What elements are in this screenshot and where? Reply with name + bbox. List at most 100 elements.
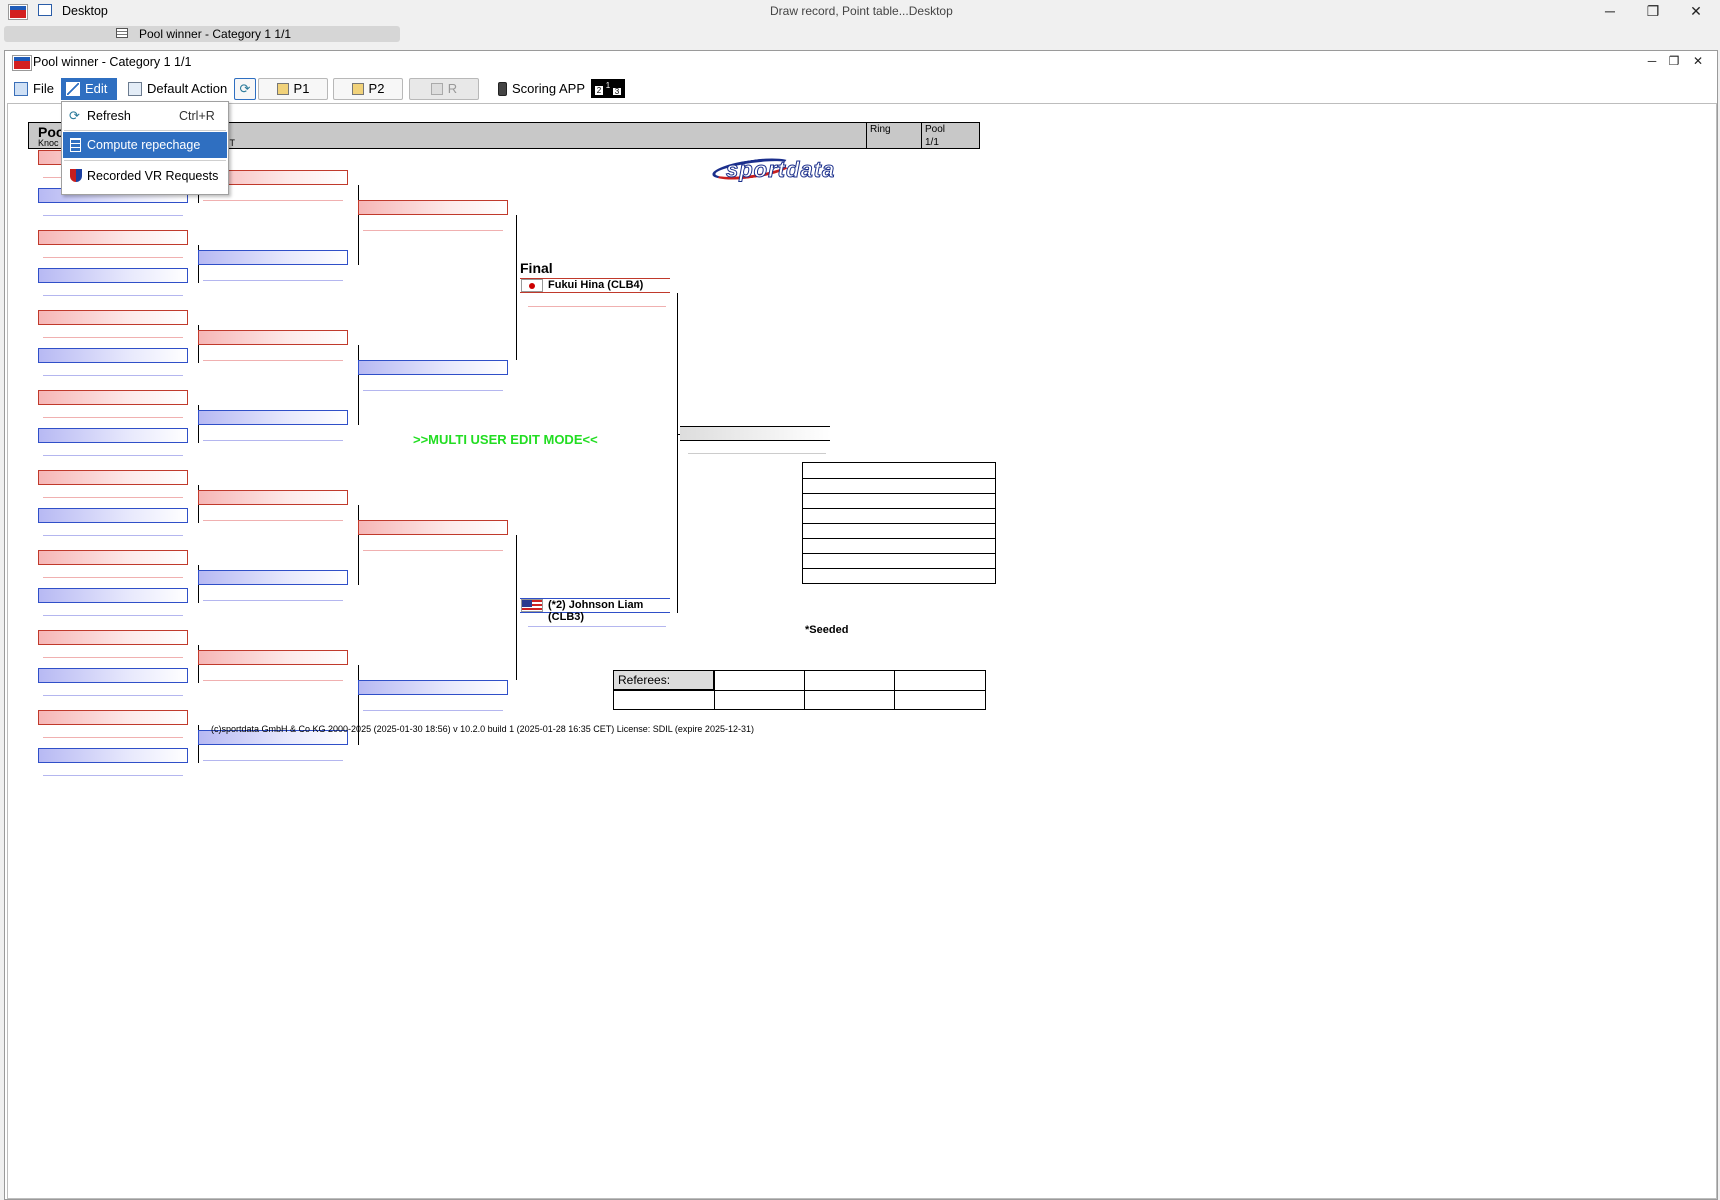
round2-connector: [358, 665, 359, 745]
round2-blue-slot[interactable]: [198, 730, 348, 745]
final-to-winner-connector: [677, 434, 681, 435]
finalist-top-slot[interactable]: Fukui Hina (CLB4): [520, 278, 670, 293]
menu-item-refresh-shortcut: Ctrl+R: [179, 109, 215, 123]
desktop-window-icon: [38, 4, 52, 16]
results-table-row-divider: [803, 478, 995, 479]
p2-button[interactable]: P2: [333, 78, 403, 100]
round1-blue-line: [43, 695, 183, 696]
round3-red-line: [363, 550, 503, 551]
round3-red-slot[interactable]: [358, 200, 508, 215]
round1-red-slot[interactable]: [38, 470, 188, 485]
podium-first: 1: [604, 81, 612, 95]
round3-blue-slot[interactable]: [358, 680, 508, 695]
round2-connector: [358, 505, 359, 585]
ring-label: Ring: [870, 124, 891, 135]
podium-button[interactable]: 2 1 3: [591, 79, 625, 98]
default-action-button[interactable]: Default Action: [123, 78, 232, 100]
round1-blue-line: [43, 375, 183, 376]
copyright-footer: (c)sportdata GmbH & Co KG 2000-2025 (202…: [211, 724, 754, 734]
sportdata-logo: sportdata: [708, 154, 918, 184]
round1-blue-line: [43, 215, 183, 216]
inner-window: Pool winner - Category 1 1/1 ─ ❐ ✕ File …: [4, 50, 1718, 1200]
refresh-toolbar-button[interactable]: ⟳: [234, 78, 256, 100]
round3-blue-line: [363, 710, 503, 711]
winner-slot[interactable]: [680, 426, 830, 441]
round1-blue-line: [43, 455, 183, 456]
round2-blue-line: [203, 600, 343, 601]
header-subtitle: Knoc: [38, 138, 59, 148]
inner-minimize-button[interactable]: ─: [1647, 54, 1657, 68]
round1-red-slot[interactable]: [38, 550, 188, 565]
round3-connector: [516, 215, 517, 360]
round1-red-slot[interactable]: [38, 630, 188, 645]
toolbar: File Edit Default Action ⟳ P1 P2 R Scori…: [5, 77, 1717, 101]
final-label: Final: [520, 260, 553, 276]
round1-blue-slot[interactable]: [38, 668, 188, 683]
round1-blue-slot[interactable]: [38, 428, 188, 443]
round2-red-line: [203, 680, 343, 681]
menu-item-refresh[interactable]: ⟳ Refresh Ctrl+R: [63, 103, 227, 129]
results-table: [802, 462, 996, 584]
round2-red-line: [203, 520, 343, 521]
results-table-row-divider: [803, 568, 995, 569]
podium-second: 2: [595, 86, 603, 95]
bracket-sheet: Poo Knoc IT Ring Pool 1/1 sportdata Fina…: [7, 103, 1717, 1199]
round3-red-slot[interactable]: [358, 520, 508, 535]
file-menu-label: File: [33, 81, 54, 96]
round2-red-slot[interactable]: [198, 650, 348, 665]
round1-red-line: [43, 737, 183, 738]
round1-blue-slot[interactable]: [38, 748, 188, 763]
round1-blue-slot[interactable]: [38, 348, 188, 363]
round1-red-line: [43, 657, 183, 658]
menu-item-recorded-vr-requests[interactable]: Recorded VR Requests: [63, 163, 227, 189]
results-table-row-divider: [803, 538, 995, 539]
logo-text: sportdata: [725, 157, 836, 183]
round2-blue-slot[interactable]: [198, 410, 348, 425]
inner-close-button[interactable]: ✕: [1692, 54, 1704, 68]
menu-item-recorded-vr-label: Recorded VR Requests: [87, 169, 219, 183]
round2-red-slot[interactable]: [198, 330, 348, 345]
round1-red-slot[interactable]: [38, 710, 188, 725]
round1-blue-line: [43, 535, 183, 536]
round1-blue-slot[interactable]: [38, 508, 188, 523]
document-tab[interactable]: Pool winner - Category 1 1/1: [4, 26, 400, 42]
p1-button[interactable]: P1: [258, 78, 328, 100]
round2-blue-slot[interactable]: [198, 570, 348, 585]
round1-blue-slot[interactable]: [38, 588, 188, 603]
finalist-bottom-name: (*2) Johnson Liam (CLB3): [548, 599, 644, 623]
menu-item-compute-repechage[interactable]: Compute repechage: [63, 132, 227, 158]
inner-maximize-button[interactable]: ❐: [1668, 54, 1680, 68]
header-mode: IT: [227, 138, 235, 148]
phone-icon: [498, 82, 507, 96]
edit-menu-label: Edit: [85, 81, 108, 96]
close-button[interactable]: ✕: [1690, 3, 1702, 19]
round1-red-slot[interactable]: [38, 230, 188, 245]
round2-red-slot[interactable]: [198, 490, 348, 505]
results-table-row-divider: [803, 493, 995, 494]
folder-icon: [14, 82, 28, 96]
finalist-bottom-slot[interactable]: (*2) Johnson Liam (CLB3): [520, 598, 670, 623]
round1-red-slot[interactable]: [38, 310, 188, 325]
monitor-icon: [128, 82, 142, 96]
pool-label: Pool: [925, 124, 946, 135]
round2-blue-slot[interactable]: [198, 250, 348, 265]
round2-blue-line: [203, 280, 343, 281]
scoring-app-button[interactable]: Scoring APP: [493, 78, 590, 100]
round1-red-slot[interactable]: [38, 390, 188, 405]
list-icon: [70, 138, 81, 152]
round3-blue-slot[interactable]: [358, 360, 508, 375]
round2-blue-line: [203, 760, 343, 761]
round1-blue-line: [43, 615, 183, 616]
maximize-button[interactable]: ❐: [1646, 3, 1660, 19]
results-table-row-divider: [803, 508, 995, 509]
minimize-button[interactable]: ─: [1605, 3, 1615, 19]
round1-red-line: [43, 417, 183, 418]
round2-connector: [358, 345, 359, 425]
menu-item-compute-repechage-label: Compute repechage: [87, 138, 201, 152]
r-icon: [430, 83, 443, 95]
file-menu-button[interactable]: File: [9, 78, 59, 100]
round3-blue-line: [363, 390, 503, 391]
edit-menu-button[interactable]: Edit: [61, 78, 117, 100]
shield-icon: [70, 169, 82, 182]
round1-blue-slot[interactable]: [38, 268, 188, 283]
